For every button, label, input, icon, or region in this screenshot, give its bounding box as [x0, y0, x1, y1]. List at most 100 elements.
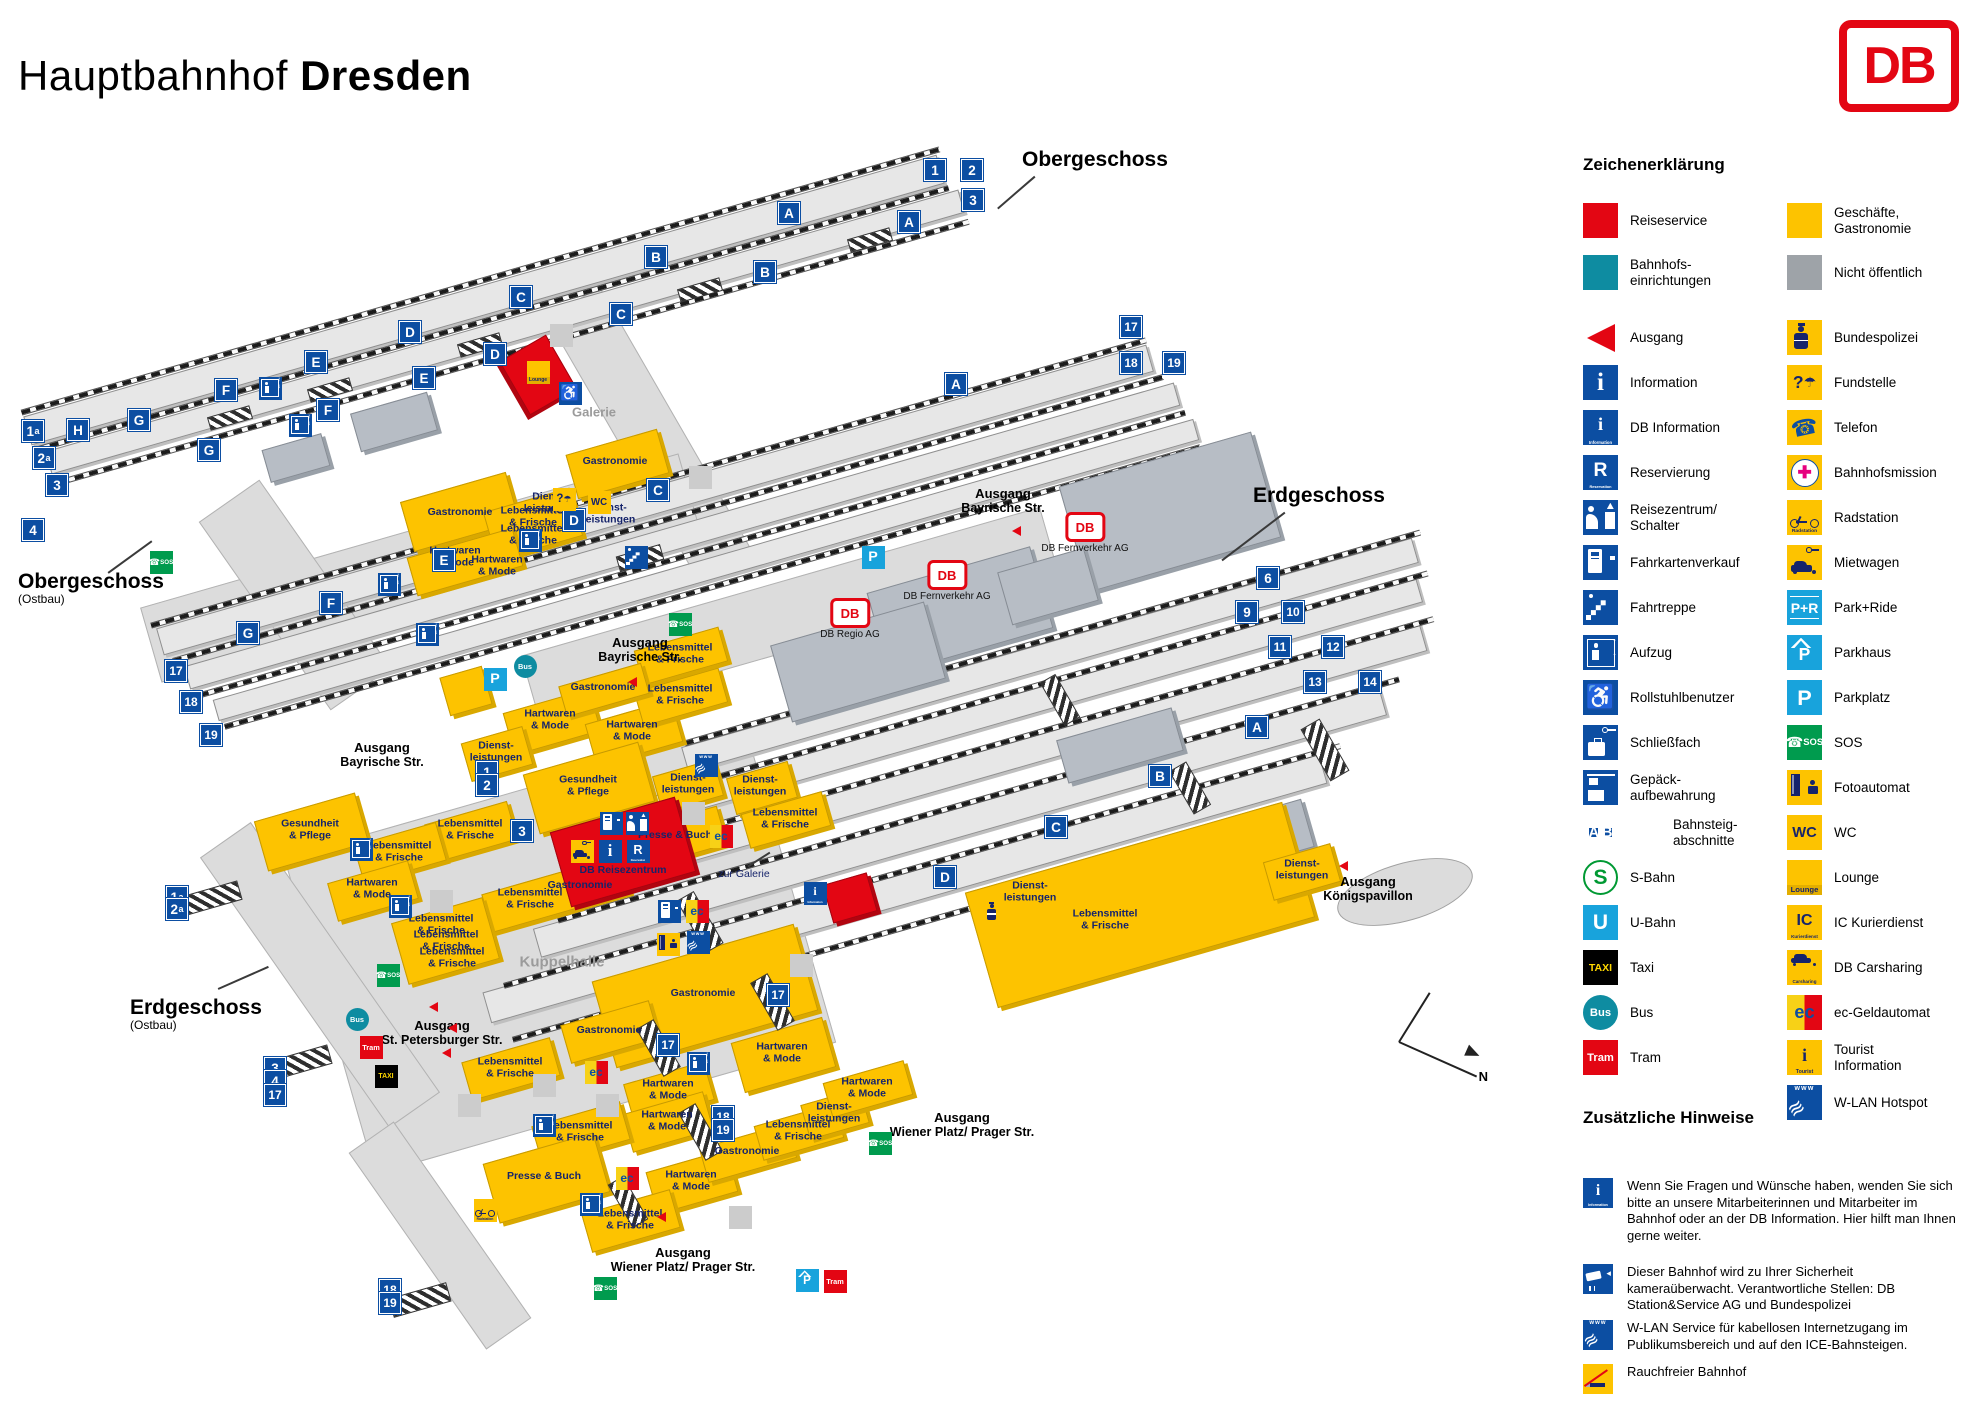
page-title: Hauptbahnhof Dresden — [18, 52, 472, 100]
reisezentrum-icon — [1583, 500, 1618, 535]
area-label: Lebensmittel & Frische — [647, 641, 713, 665]
radstation-icon: Radstation — [473, 1198, 497, 1222]
legend-item-label: W-LAN Hotspot — [1834, 1094, 1928, 1110]
legend-item-label: Aufzug — [1630, 644, 1673, 660]
wc-icon: WC — [1787, 815, 1822, 850]
exit-street: St. Petersburger Str. — [381, 1033, 503, 1047]
legend-item-taxi: TAXI Taxi — [1583, 950, 1654, 985]
parkplatz-icon: P — [1787, 680, 1822, 715]
taxi-icon: TAXI — [374, 1064, 398, 1088]
legend-item-label: WC — [1834, 824, 1857, 840]
mission-icon: ✚ — [1787, 455, 1822, 490]
tram-icon: Tram — [1583, 1040, 1618, 1075]
area-label: Lebensmittel & Frische — [597, 1207, 663, 1231]
area-label: Dienst- leistungen — [1003, 879, 1057, 903]
floor-heading-sub: (Ostbau) — [18, 592, 65, 606]
ausgang-klein-icon — [440, 1047, 452, 1059]
aufzug-icon: ↑↓ — [518, 528, 542, 552]
platform-badge: E — [305, 351, 327, 373]
restricted-block — [261, 433, 331, 483]
radstation-icon: Radstation — [1787, 500, 1822, 535]
platform-badge: 12 — [1322, 636, 1344, 658]
legend-item-label: Parkhaus — [1834, 644, 1892, 660]
legend-item-label: Bus — [1630, 1004, 1654, 1020]
area-label: Gastronomie — [427, 506, 493, 519]
ec-icon: ec — [709, 824, 733, 848]
legend-item-label: ec-Geldautomat — [1834, 1004, 1931, 1020]
hall-label: zur Galerie — [718, 868, 770, 880]
platform-badge: B — [645, 246, 667, 268]
db-logo-text: DB — [1863, 37, 1936, 95]
platform-badge: E — [413, 367, 435, 389]
legend-item-label: U-Bahn — [1630, 914, 1676, 930]
ausgang-klein-icon — [446, 1022, 458, 1034]
area-label: Lebensmittel & Frische — [408, 912, 474, 936]
aufzug-icon: ↑↓ — [579, 1192, 603, 1216]
phone-icon — [532, 1073, 556, 1097]
area-label: Hartwaren & Mode — [471, 553, 523, 577]
platform-badge: 9 — [1236, 601, 1258, 623]
legend-item-label: Tourist Information — [1834, 1041, 1902, 1073]
platform-badge: 19 — [712, 1119, 734, 1141]
db-logo: DB — [1839, 20, 1959, 112]
platform-badge: D — [399, 321, 421, 343]
legend-item-label: DB Information — [1630, 419, 1721, 435]
platform-badge: 13 — [1304, 671, 1326, 693]
platform-badge: C — [510, 286, 532, 308]
area-label: Dienst- leistungen — [523, 490, 577, 514]
legend-item-geschaefte: Geschäfte, Gastronomie — [1787, 203, 1911, 238]
note-text: W-LAN Service für kabellosen Internetzug… — [1627, 1320, 1908, 1352]
rauchfrei-icon — [1583, 1364, 1613, 1394]
fahrkarten-icon — [657, 899, 681, 923]
note-text: Dieser Bahnhof wird zu Ihrer Sicherheit … — [1627, 1264, 1896, 1312]
taxi-icon: TAXI — [1583, 950, 1618, 985]
area-label: Dienst- leistungen — [733, 773, 787, 797]
legend-item-label: Reiseservice — [1630, 212, 1708, 228]
wlan-icon: www≋ — [1579, 1320, 1613, 1352]
platform-badge: 6 — [1257, 567, 1279, 589]
exit-word: Ausgang — [1340, 874, 1396, 889]
parkplatz-icon: P — [861, 545, 885, 569]
db-logo-small: DB — [926, 560, 967, 590]
pointer-line — [217, 966, 269, 990]
platform-badge: 1 — [924, 159, 946, 181]
parkhaus-icon: P — [795, 1268, 819, 1292]
platform-badge: 17 — [657, 1034, 679, 1056]
legend-item-ubahn: U U-Bahn — [1583, 905, 1676, 940]
platform-badge: 19 — [200, 724, 222, 746]
platform-badge: 17 — [1120, 316, 1142, 338]
aufzug-icon: ↑↓ — [532, 1113, 556, 1137]
nicht-icon — [1787, 255, 1822, 290]
foto-icon — [1787, 770, 1822, 805]
gepaeck-icon — [1583, 770, 1618, 805]
legend-item-fundstelle: ?☂Fundstelle — [1787, 365, 1896, 400]
compass: N — [1395, 992, 1490, 1090]
exit-street: Wiener Platz/ Prager Str. — [889, 1125, 1035, 1139]
platform-badge: D — [934, 866, 956, 888]
platform-badge: 3 — [511, 820, 533, 842]
ubahn-icon: U — [1583, 905, 1618, 940]
platform-badge: C — [610, 303, 632, 325]
exit-word: Ausgang — [655, 1245, 711, 1260]
note-item: Dieser Bahnhof wird zu Ihrer Sicherheit … — [1583, 1264, 1962, 1314]
platform-badge: C — [647, 479, 669, 501]
area-label: Dienst- leistungen — [661, 771, 715, 795]
tram-icon: Tram — [359, 1035, 383, 1059]
area-label: Hartwaren & Mode — [642, 1077, 694, 1101]
sbahn-icon: S — [1583, 860, 1618, 895]
legend-item-label: Bahnhofsmission — [1834, 464, 1937, 480]
legend-item-label: Taxi — [1630, 959, 1655, 975]
page-title-bold: Dresden — [300, 52, 472, 99]
platform-badge: C — [1045, 816, 1067, 838]
area-label: Hartwaren & Mode — [756, 1040, 808, 1064]
